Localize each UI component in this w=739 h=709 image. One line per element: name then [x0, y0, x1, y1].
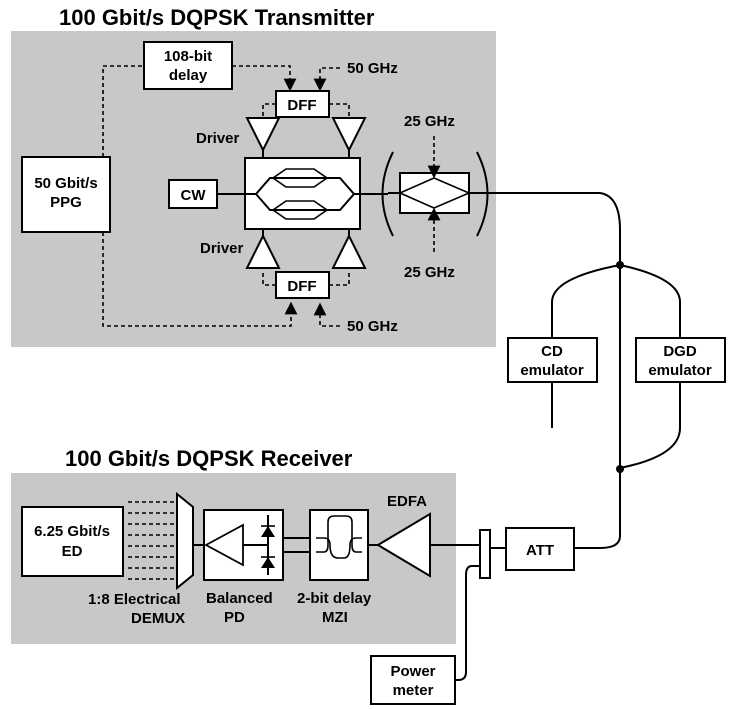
demux-block: [176, 491, 194, 591]
dff-top-label: DFF: [287, 97, 316, 114]
demux-label-2: DEMUX: [131, 610, 185, 627]
ppg-label-1: 50 Gbit/s: [34, 175, 97, 192]
receiver-title: 100 Gbit/s DQPSK Receiver: [65, 446, 353, 471]
power-label-2: meter: [393, 682, 434, 699]
cd-emulator: CD emulator: [507, 337, 598, 383]
driver-bottom-left: [245, 233, 281, 269]
delay-mzi: [309, 509, 369, 581]
cw-label: CW: [181, 187, 207, 204]
clock-50ghz-bottom: 50 GHz: [347, 318, 398, 335]
tap-coupler: [479, 529, 491, 579]
power-label-1: Power: [390, 663, 435, 680]
dgd-label-2: emulator: [648, 362, 712, 379]
power-meter: Power meter: [370, 655, 456, 705]
dff-top: DFF: [262, 90, 350, 118]
cw-laser: CW: [168, 179, 218, 209]
pulse-carver: [381, 151, 489, 237]
att-block: ATT: [505, 527, 575, 571]
demux-label-1: 1:8 Electrical: [88, 591, 181, 608]
ed-label-1: 6.25 Gbit/s: [34, 523, 110, 540]
data-connections: [102, 65, 340, 327]
mzi-label-2: MZI: [322, 609, 348, 626]
rz-clock-top: 25 GHz: [404, 113, 455, 130]
dff-bottom: DFF: [262, 271, 350, 299]
driver-top-label: Driver: [196, 130, 240, 147]
rz-clock-bottom: 25 GHz: [404, 264, 455, 281]
clock-50ghz-top: 50 GHz: [347, 60, 398, 77]
pd-label-1: Balanced: [206, 590, 273, 607]
att-label: ATT: [526, 542, 554, 559]
mzi-label-1: 2-bit delay: [297, 590, 372, 607]
dgd-label-1: DGD: [663, 343, 697, 360]
delay-label-1: 108-bit: [164, 48, 212, 65]
driver-top-left: [245, 117, 281, 153]
transmitter-title: 100 Gbit/s DQPSK Transmitter: [59, 5, 375, 30]
ppg-label-2: PPG: [50, 194, 82, 211]
driver-top-right: [331, 117, 367, 153]
delay-label-2: delay: [169, 67, 208, 84]
dff-bottom-label: DFF: [287, 278, 316, 295]
dgd-emulator: DGD emulator: [635, 337, 726, 383]
ed-label-2: ED: [62, 543, 83, 560]
ed-block: 6.25 Gbit/s ED: [21, 506, 124, 577]
driver-bottom-right: [331, 233, 367, 269]
cd-label-2: emulator: [520, 362, 584, 379]
pd-label-2: PD: [224, 609, 245, 626]
fiber-link: [484, 192, 681, 549]
driver-bottom-label: Driver: [200, 240, 244, 257]
demux-outputs: [128, 501, 177, 580]
ppg-block: 50 Gbit/s PPG: [21, 156, 111, 233]
dqpsk-modulator: [244, 157, 361, 230]
delay-block: 108-bit delay: [143, 41, 233, 90]
cd-label-1: CD: [541, 343, 563, 360]
balanced-pd: [203, 509, 284, 581]
edfa-label: EDFA: [387, 493, 427, 510]
